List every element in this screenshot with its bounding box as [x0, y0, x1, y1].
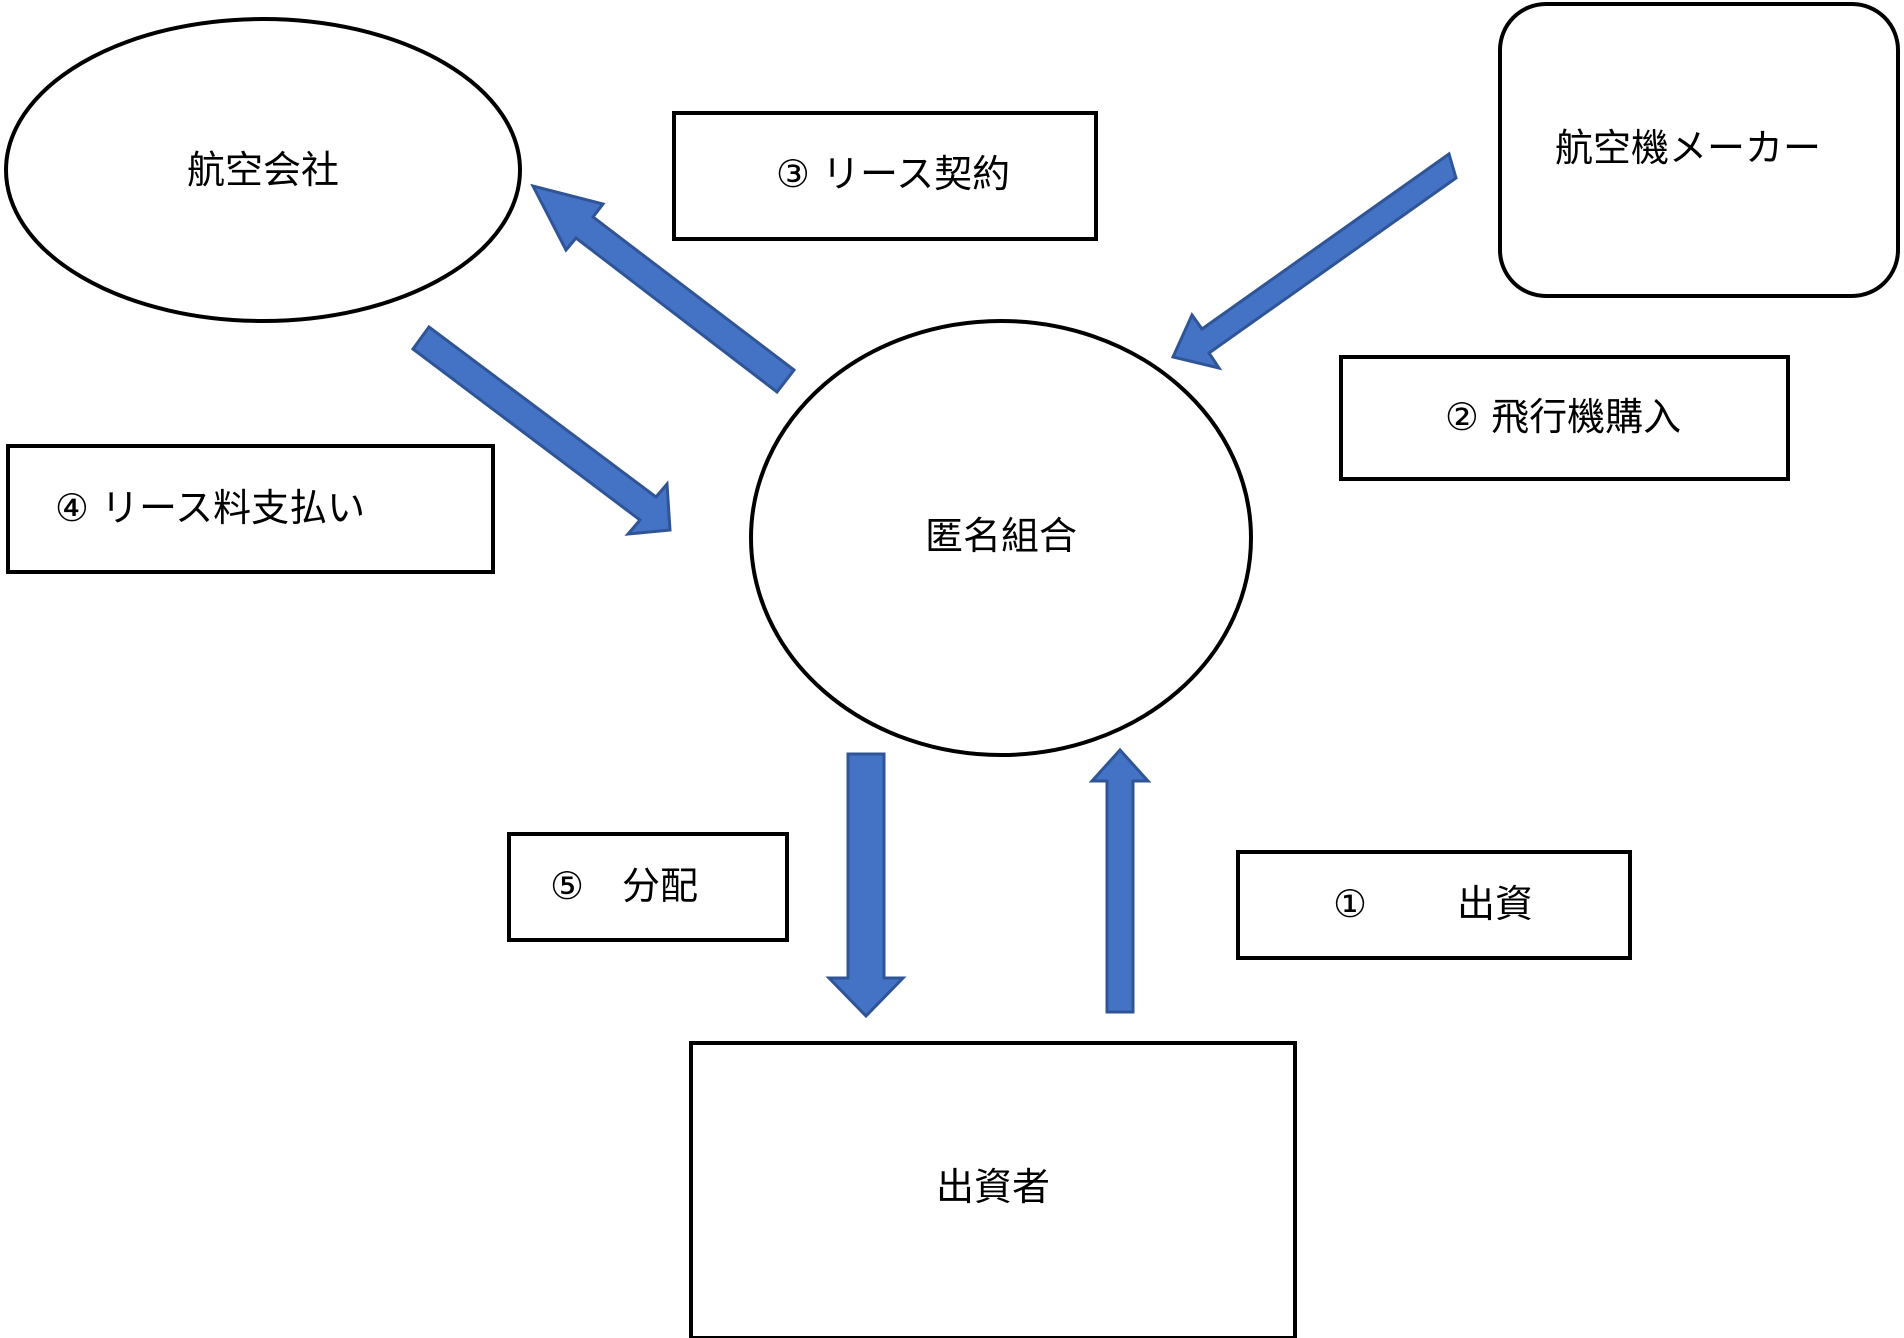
aircraft-purchase-label: ② 飛行機購入 — [1445, 395, 1681, 439]
investment-box — [1236, 850, 1632, 960]
airline-label: 航空会社 — [187, 148, 339, 192]
lease-contract-arrow — [530, 183, 797, 395]
investors-label: 出資者 — [936, 1165, 1050, 1209]
investment-number: ① — [1333, 882, 1367, 926]
manufacturer-label: 航空機メーカー — [1555, 126, 1821, 170]
distribution-label: ⑤ 分配 — [550, 864, 698, 908]
partnership-node — [749, 319, 1253, 757]
distribution-box — [507, 832, 789, 942]
lease-payment-label: ④ リース料支払い — [55, 486, 365, 530]
investment-label: 出資 — [1457, 882, 1533, 926]
manufacturer-node — [1498, 2, 1900, 298]
lease-payment-arrow — [410, 324, 672, 536]
aircraft-purchase-arrow — [1170, 151, 1458, 371]
distribution-arrow — [825, 752, 907, 1019]
partnership-label: 匿名組合 — [925, 514, 1077, 558]
lease-payment-box — [6, 444, 495, 574]
airline-node — [4, 17, 522, 323]
investment-arrow — [1088, 747, 1152, 1014]
lease-contract-box — [672, 111, 1098, 241]
lease-contract-label: ③ リース契約 — [776, 152, 1010, 196]
investors-node — [689, 1041, 1297, 1338]
aircraft-purchase-box — [1339, 355, 1790, 481]
